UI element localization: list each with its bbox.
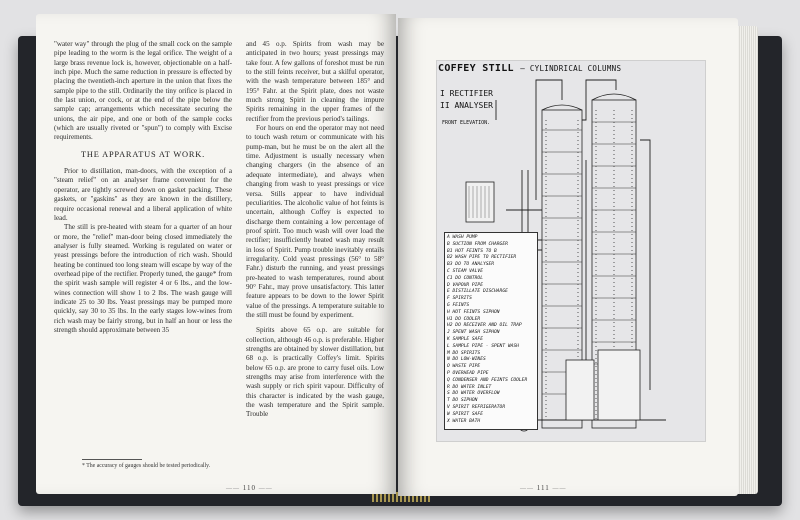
legend-item: A WASH PUMP xyxy=(447,235,478,240)
condenser-box xyxy=(465,181,495,223)
legend-item: N DO LOW-WINES xyxy=(447,357,486,363)
label-front-elevation: FRONT ELEVATION. xyxy=(442,120,491,126)
legend-item: M DO SPIRITS xyxy=(447,350,481,356)
legend-item: X WATER BATH xyxy=(447,418,481,424)
book-spine-headband xyxy=(372,492,430,502)
legend-item: B1 HOT FEINTS TO B xyxy=(447,248,497,254)
analyser-column xyxy=(591,99,637,429)
legend-item: F SPIRITS xyxy=(447,296,472,302)
legend-item: P OVERHEAD PIPE xyxy=(447,371,489,376)
left-page-column-1: "water way" through the plug of the smal… xyxy=(54,40,232,335)
legend-item: C STEAM VALVE xyxy=(447,269,483,274)
paragraph: and 45 o.p. Spirits from wash may be ant… xyxy=(246,40,384,123)
legend-item: B2 WASH PIPE TO RECTIFIER xyxy=(447,255,517,261)
footnote: * The accuracy of gauges should be teste… xyxy=(82,463,211,469)
legend-item: K SAMPLE SAFE xyxy=(447,337,483,342)
legend-item: B3 DO TO ANALYSER xyxy=(447,262,495,268)
legend-item: H1 DO COOLER xyxy=(447,316,481,322)
section-heading: THE APPARATUS AT WORK. xyxy=(80,149,205,159)
folio-ornament-icon: —— xyxy=(552,486,567,492)
legend-item: Q CONDENSER AND FEINTS COOLER xyxy=(447,377,528,383)
footnote-rule xyxy=(82,459,142,460)
paragraph: For hours on end the operator may not ne… xyxy=(246,124,384,319)
legend-item: H HOT FEINTS SIPHON xyxy=(447,309,500,315)
legend-item: V SPIRIT REFRIGERATOR xyxy=(447,405,506,410)
label-analyser: II ANALYSER xyxy=(440,101,493,110)
paragraph: The still is pre-heated with steam for a… xyxy=(54,223,232,334)
hot-feints-receiver xyxy=(565,359,595,421)
legend-item: J SPENT WASH SIPHON xyxy=(447,330,500,336)
page-number-left: —— 110 —— xyxy=(226,484,273,492)
paragraph: Prior to distillation, man-doors, with t… xyxy=(54,167,232,222)
legend-item: D VAPOUR PIPE xyxy=(447,282,483,288)
legend-item: R DO WATER INLET xyxy=(447,384,492,390)
folio-ornament-icon: —— xyxy=(258,486,273,492)
legend-item: C1 DO CONTROL xyxy=(447,275,483,281)
paragraph: Spirits above 65 o.p. are suitable for c… xyxy=(246,326,384,419)
left-page-column-2: and 45 o.p. Spirits from wash may be ant… xyxy=(246,40,384,420)
legend-item: W SPIRIT SAFE xyxy=(447,411,483,417)
legend-item: S DO WATER OVERFLOW xyxy=(447,391,500,397)
diagram-legend xyxy=(444,232,538,430)
legend-item: L SAMPLE PIPE - SPENT WASH xyxy=(447,343,519,349)
legend-item: O WASTE PIPE xyxy=(447,364,481,370)
legend-item: T DO SIPHON xyxy=(447,398,478,404)
rectifier-column xyxy=(541,109,583,429)
legend-item: H2 DO RECEIVER AND OIL TRAP xyxy=(447,323,522,329)
folio-ornament-icon: —— xyxy=(520,486,534,492)
label-rectifier: I RECTIFIER xyxy=(440,89,493,98)
paragraph: "water way" through the plug of the smal… xyxy=(54,40,232,142)
legend-item: G FEINTS xyxy=(447,303,470,308)
legend-item: E DISTILLATE DISCHARGE xyxy=(447,289,508,295)
left-page xyxy=(36,14,396,494)
plate-title: COFFEY STILL – CYLINDRICAL COLUMNS xyxy=(438,63,622,74)
page-number-right: —— 111 —— xyxy=(520,484,567,492)
page-stack-edge xyxy=(736,26,758,494)
folio-ornament-icon: —— xyxy=(226,486,240,492)
spent-wash-tank xyxy=(597,349,641,421)
legend-item: B SUCTION FROM CHARGER xyxy=(447,241,508,247)
